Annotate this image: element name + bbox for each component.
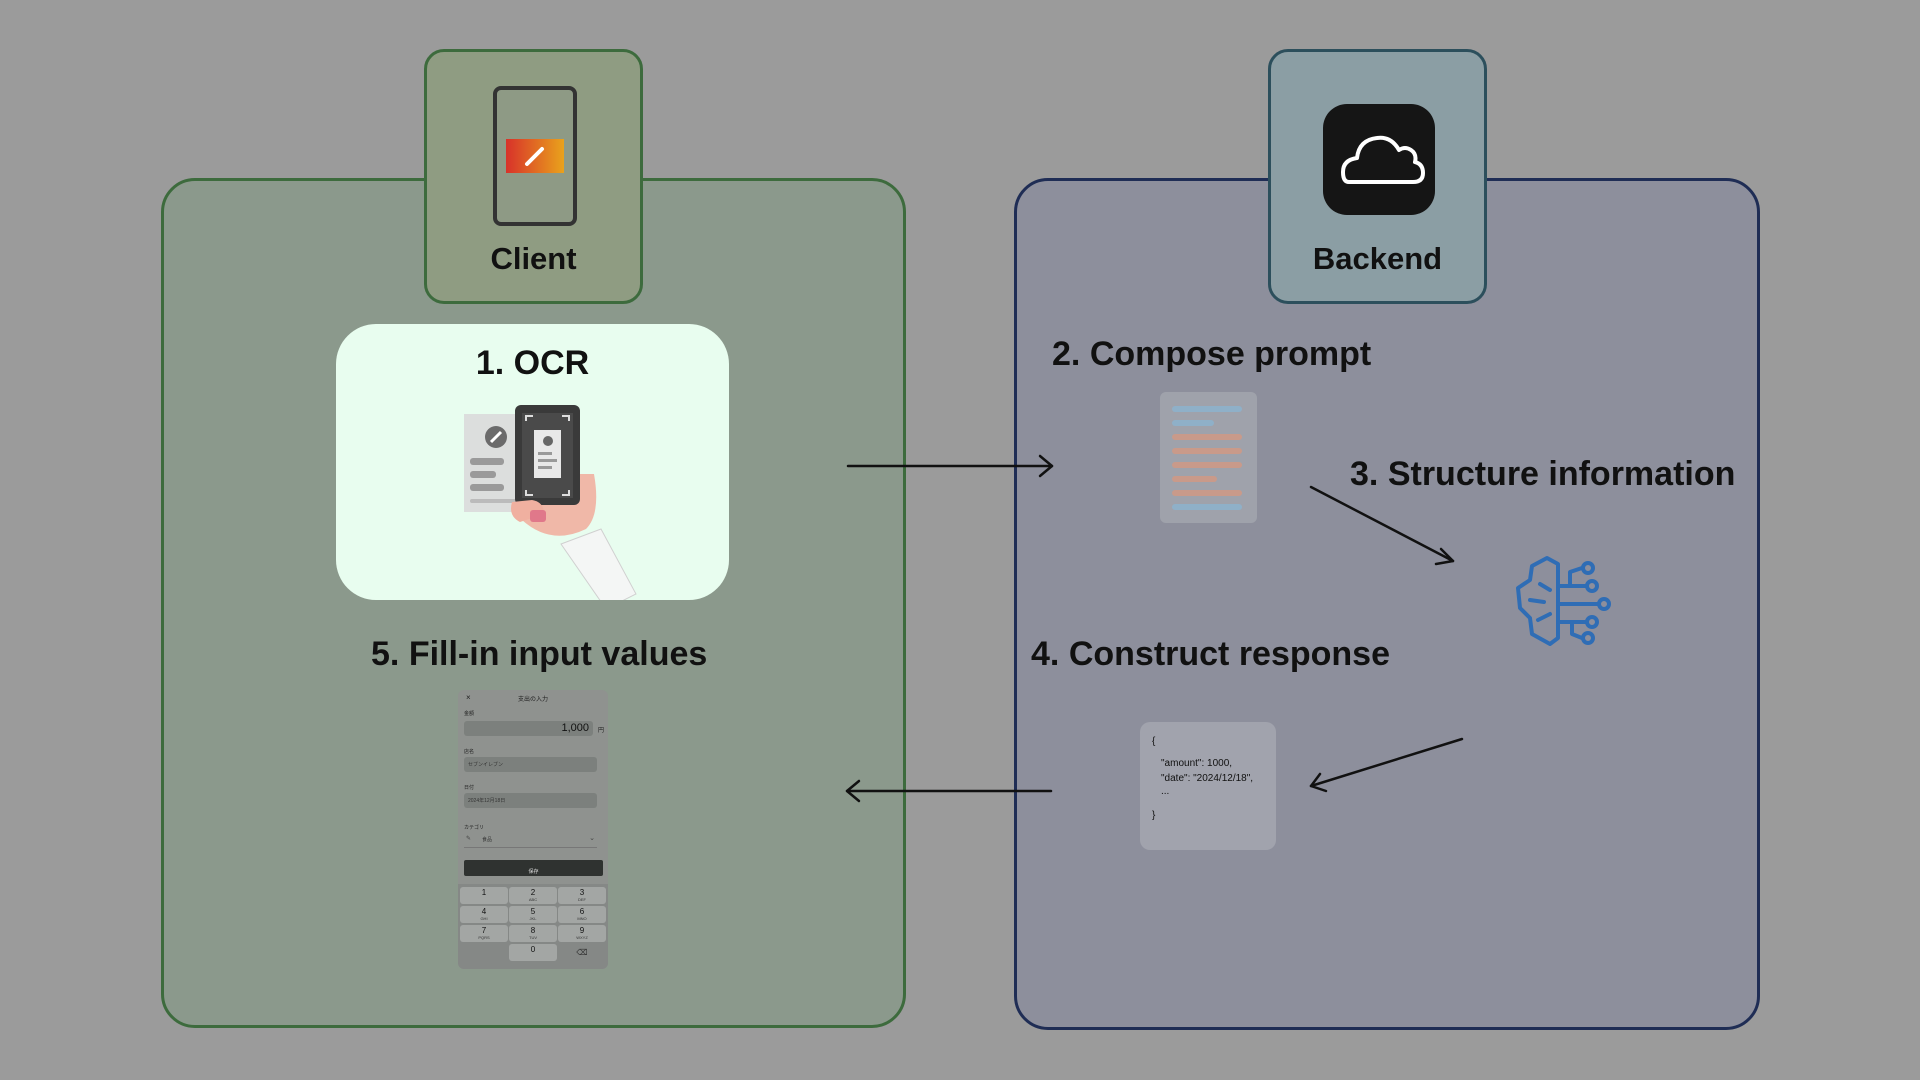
json-response-card: { "amount": 1000, "date": "2024/12/18", … bbox=[1140, 722, 1276, 850]
shop-label: 店名 bbox=[464, 749, 475, 755]
phone-icon bbox=[493, 86, 577, 226]
key-1[interactable]: 1 bbox=[460, 887, 508, 904]
date-field[interactable]: 2024年12月18日 bbox=[464, 793, 597, 808]
step-2-number: 2. bbox=[1052, 335, 1081, 373]
category-label: カテゴリ bbox=[464, 825, 485, 831]
category-icon: ✎ bbox=[466, 836, 472, 842]
ocr-scan-illustration bbox=[464, 405, 637, 600]
client-label: Client bbox=[490, 241, 577, 276]
arrow-ai-to-response bbox=[1309, 737, 1464, 793]
step-1-number: 1. bbox=[475, 344, 505, 382]
client-header: Client bbox=[424, 49, 643, 304]
amount-field[interactable]: 1,000 bbox=[464, 721, 593, 736]
step-3-title: 3. Structure information bbox=[1350, 455, 1735, 494]
date-label: 日付 bbox=[464, 785, 475, 791]
json-amount: "amount": 1000, bbox=[1161, 758, 1233, 769]
shop-value: セブンイレブン bbox=[468, 762, 504, 768]
json-close: } bbox=[1152, 810, 1156, 821]
arrow-prompt-to-ai bbox=[1309, 485, 1455, 566]
backend-header: Backend bbox=[1268, 49, 1487, 304]
backend-panel bbox=[1014, 178, 1760, 1030]
backspace-icon[interactable]: ⌫ bbox=[576, 948, 588, 957]
chevron-down-icon: ⌄ bbox=[589, 835, 595, 842]
step-3-number: 3. bbox=[1350, 455, 1379, 493]
step-5-title: 5. Fill-in input values bbox=[371, 635, 707, 674]
ai-brain-icon bbox=[1516, 556, 1611, 646]
json-ellipsis: ... bbox=[1161, 786, 1170, 797]
step-2-title: 2. Compose prompt bbox=[1052, 335, 1371, 374]
form-title: 支出の入力 bbox=[517, 697, 548, 703]
prompt-lines bbox=[1172, 406, 1242, 510]
step-1-title: 1. OCR bbox=[336, 344, 729, 383]
arrow-response-to-form bbox=[845, 779, 1053, 803]
json-date: "date": "2024/12/18", bbox=[1161, 773, 1254, 784]
category-select[interactable]: ✎ 食品 ⌄ bbox=[464, 833, 597, 848]
save-button[interactable]: 保存 bbox=[464, 860, 603, 876]
step-4-text: Construct response bbox=[1068, 635, 1390, 673]
save-label: 保存 bbox=[528, 869, 539, 875]
document-icon bbox=[1160, 392, 1257, 523]
date-value: 2024年12月18日 bbox=[468, 798, 506, 804]
backend-label: Backend bbox=[1312, 241, 1443, 276]
step-1-text: OCR bbox=[513, 344, 590, 382]
step-2-text: Compose prompt bbox=[1089, 335, 1372, 373]
step-4-number: 4. bbox=[1031, 635, 1060, 673]
json-open: { bbox=[1152, 736, 1156, 747]
expense-form-screen: × 支出の入力 金額 1,000 円 店名 セブンイレブン 日付 2024年12… bbox=[458, 690, 608, 969]
key-0[interactable]: 0 bbox=[509, 944, 557, 961]
step-5-text: Fill-in input values bbox=[408, 635, 708, 673]
amount-unit: 円 bbox=[598, 728, 605, 734]
form-close-icon[interactable]: × bbox=[466, 693, 471, 702]
amount-label: 金額 bbox=[464, 711, 475, 717]
ocr-card: 1. OCR bbox=[336, 324, 729, 600]
cloud-icon bbox=[1323, 104, 1435, 215]
step-5-number: 5. bbox=[371, 635, 400, 673]
amount-value: 1,000 bbox=[561, 722, 589, 734]
step-4-title: 4. Construct response bbox=[1031, 635, 1390, 674]
category-value: 食品 bbox=[482, 837, 493, 843]
shop-field[interactable]: セブンイレブン bbox=[464, 757, 597, 772]
arrow-ocr-to-prompt bbox=[846, 454, 1054, 478]
step-3-text: Structure information bbox=[1387, 455, 1736, 493]
